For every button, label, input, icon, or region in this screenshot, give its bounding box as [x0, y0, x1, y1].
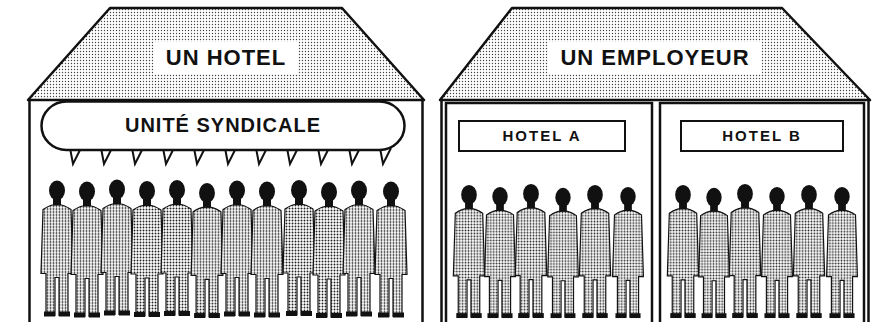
worker-figure — [548, 188, 579, 318]
hotel-compartment — [660, 103, 864, 322]
bubble-label: UNITÉ SYNDICALE — [40, 100, 406, 150]
worker-figure — [251, 182, 283, 318]
worker-figure — [793, 185, 824, 318]
speech-bubble: UNITÉ SYNDICALE — [40, 100, 406, 172]
roof-text-holder: UN EMPLOYEUR — [440, 42, 870, 74]
roof-title: UN EMPLOYEUR — [548, 42, 761, 74]
roof-shape — [28, 8, 424, 100]
house-walls — [442, 100, 869, 322]
hotel-label-box: HOTEL A — [458, 120, 626, 152]
worker-figure — [827, 187, 858, 318]
worker-figure — [453, 185, 484, 318]
worker-figure — [131, 181, 163, 317]
worker-figure — [71, 182, 103, 318]
worker-figure — [343, 181, 375, 317]
worker-figure — [191, 183, 223, 318]
worker-figure — [313, 182, 345, 318]
worker-figure — [613, 187, 644, 318]
house-building: UN EMPLOYEUR HOTEL A HOTEL B — [440, 8, 870, 322]
worker-figure — [729, 184, 761, 318]
worker-figure — [667, 185, 698, 318]
worker-figure — [161, 180, 193, 316]
worker-figure — [101, 180, 133, 316]
worker-figure — [579, 185, 610, 318]
worker-figure — [41, 181, 73, 317]
worker-crowd — [453, 184, 643, 318]
house-building: UN HOTEL UNITÉ SYNDICALE — [28, 8, 424, 322]
roof-text-holder: UN HOTEL — [28, 42, 424, 74]
hotel-name: HOTEL B — [722, 127, 802, 144]
roof-title: UN HOTEL — [154, 42, 298, 74]
worker-figure — [762, 187, 793, 318]
hotel-name: HOTEL A — [502, 127, 581, 144]
worker-figure — [221, 181, 253, 317]
worker-figure — [283, 180, 315, 316]
roof-shape — [440, 8, 870, 100]
worker-crowd — [667, 184, 857, 318]
worker-figure — [515, 184, 547, 318]
worker-crowd — [41, 180, 407, 319]
house-walls — [30, 100, 423, 322]
worker-figure — [485, 187, 516, 318]
worker-figure — [375, 182, 407, 318]
worker-figure — [699, 188, 730, 318]
hotel-compartment — [446, 103, 652, 322]
hotel-label-box: HOTEL B — [680, 120, 844, 152]
